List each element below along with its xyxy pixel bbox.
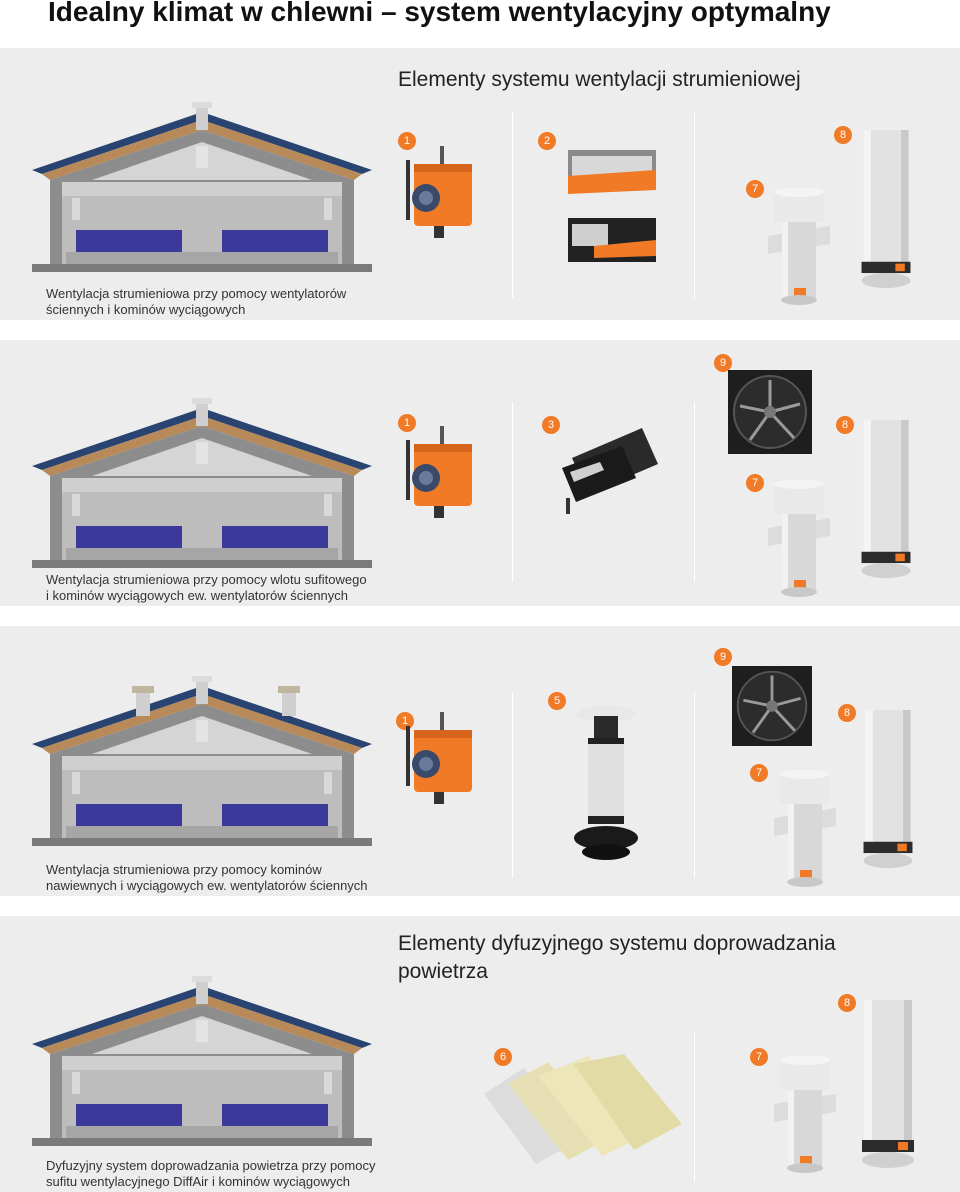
caption-line: i kominów wyciągowych ew. wentylatorów ś… (46, 588, 349, 603)
section-jet-ventilation-wall-fans: Elementy systemu wentylacji strumieniowe… (0, 48, 960, 320)
caption-line: Dyfuzyjny system doprowadzania powietrza… (46, 1158, 376, 1173)
divider (694, 402, 695, 582)
number-badge: 8 (838, 704, 856, 722)
number-badge: 2 (538, 132, 556, 150)
barn-illustration (32, 102, 372, 272)
exhaust-chimney-short-image (770, 1056, 840, 1176)
section-caption: Wentylacja strumieniowa przy pomocy went… (46, 286, 346, 318)
supply-chimney-marker (278, 686, 300, 716)
section-heading: Elementy systemu wentylacji strumieniowe… (398, 68, 801, 91)
page-title: Idealny klimat w chlewni – system wentyl… (48, 0, 831, 27)
ceiling-inlet-image (562, 428, 658, 514)
number-badge: 5 (548, 692, 566, 710)
number-badge: 1 (398, 132, 416, 150)
barn-illustration (32, 976, 372, 1146)
exhaust-chimney-short-image (764, 480, 834, 600)
section-diffuse-air-supply: Elementy dyfuzyjnego systemu doprowadzan… (0, 916, 960, 1192)
caption-line: Wentylacja strumieniowa przy pomocy went… (46, 286, 347, 301)
diffair-ceiling-panels-image (484, 1054, 682, 1164)
caption-line: ściennych i kominów wyciągowych (46, 302, 246, 317)
supply-chimney-marker (132, 686, 154, 716)
number-badge: 8 (838, 994, 856, 1012)
exhaust-chimney-tall-image (858, 710, 918, 870)
caption-line: sufitu wentylacyjnego DiffAir i kominów … (46, 1174, 350, 1189)
number-badge: 1 (396, 712, 414, 730)
number-badge: 3 (542, 416, 560, 434)
section-heading: Elementy dyfuzyjnego systemu doprowadzan… (398, 932, 836, 983)
number-badge: 8 (834, 126, 852, 144)
exhaust-chimney-short-image (770, 770, 840, 890)
wall-fan-unit-image (404, 146, 484, 246)
section-caption: Wentylacja strumieniowa przy pomocy wlot… (46, 572, 367, 604)
caption-line: Wentylacja strumieniowa przy pomocy komi… (46, 862, 322, 877)
supply-chimney-image (574, 706, 638, 860)
wall-fan-image (732, 666, 812, 746)
barn-illustration (32, 676, 372, 846)
divider (512, 112, 513, 298)
number-badge: 7 (750, 1048, 768, 1066)
exhaust-chimney-tall-image (858, 1000, 918, 1170)
exhaust-chimney-tall-image (856, 130, 916, 290)
exhaust-chimney-tall-image (856, 420, 916, 580)
number-badge: 9 (714, 354, 732, 372)
section-jet-ventilation-ceiling-inlet: Wentylacja strumieniowa przy pomocy wlot… (0, 340, 960, 606)
divider (512, 402, 513, 582)
number-badge: 7 (746, 180, 764, 198)
section-jet-ventilation-supply-chimneys: Wentylacja strumieniowa przy pomocy komi… (0, 626, 960, 896)
number-badge: 7 (750, 764, 768, 782)
wall-fan-unit-image (404, 712, 484, 812)
caption-line: Wentylacja strumieniowa przy pomocy wlot… (46, 572, 367, 587)
divider (512, 692, 513, 878)
number-badge: 9 (714, 648, 732, 666)
wall-fan-image (728, 370, 812, 454)
divider (694, 692, 695, 878)
section-caption: Wentylacja strumieniowa przy pomocy komi… (46, 862, 368, 894)
wall-fan-unit-image (404, 426, 484, 526)
section-caption: Dyfuzyjny system doprowadzania powietrza… (46, 1158, 375, 1190)
divider (694, 1032, 695, 1182)
caption-line: nawiewnych i wyciągowych ew. wentylatoró… (46, 878, 368, 893)
number-badge: 6 (494, 1048, 512, 1066)
divider (694, 112, 695, 298)
wall-inlet-image (568, 150, 656, 262)
number-badge: 8 (836, 416, 854, 434)
number-badge: 7 (746, 474, 764, 492)
barn-illustration (32, 398, 372, 568)
exhaust-chimney-short-image (764, 188, 834, 308)
number-badge: 1 (398, 414, 416, 432)
